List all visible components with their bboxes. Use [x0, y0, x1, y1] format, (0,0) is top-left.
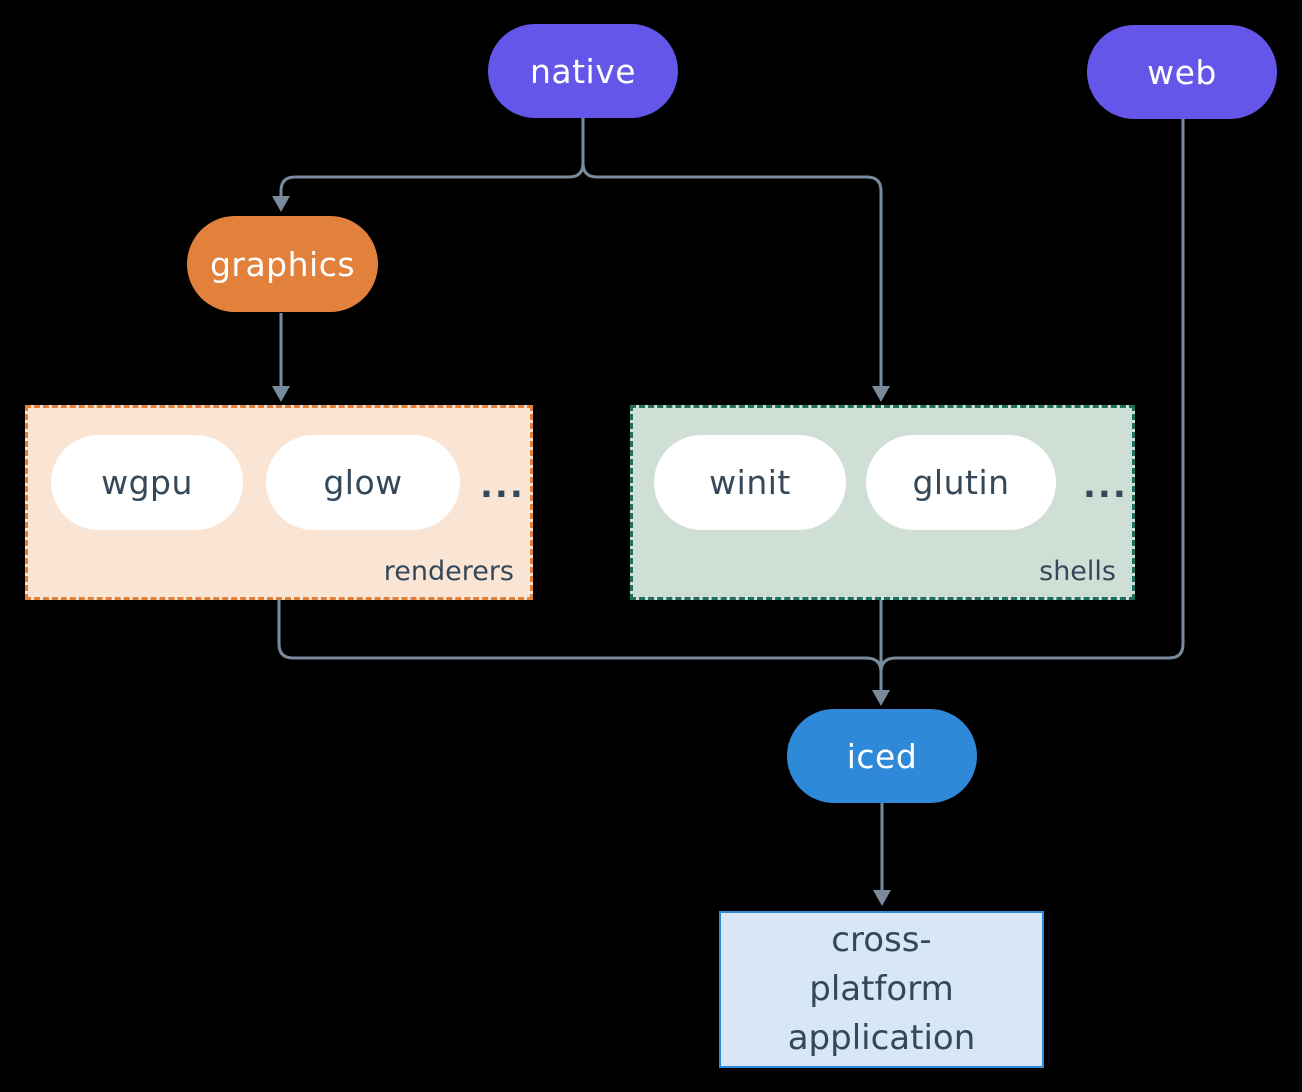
shells-label: shells — [1039, 556, 1116, 587]
arrowhead-renderers — [272, 386, 290, 402]
arrowhead-shells — [872, 386, 890, 402]
arrowhead-iced — [872, 690, 890, 706]
shells-ellipsis: ... — [1083, 466, 1128, 506]
connector-merge-curve-left — [865, 656, 883, 673]
arrowhead-app — [873, 890, 891, 906]
connector-native-to-graphics — [279, 162, 585, 197]
renderers-label: renderers — [383, 556, 514, 587]
node-cross-platform-application: cross-platform application — [719, 911, 1044, 1068]
node-wgpu: wgpu — [51, 435, 243, 530]
connector-web-to-merge — [896, 118, 1185, 660]
renderers-ellipsis: ... — [480, 466, 525, 506]
node-graphics: graphics — [187, 216, 378, 312]
connector-renderers-to-merge — [277, 600, 866, 660]
arrowhead-graphics — [272, 196, 290, 212]
node-iced: iced — [787, 709, 977, 803]
node-glutin: glutin — [866, 435, 1056, 530]
group-renderers: wgpu glow ... renderers — [25, 405, 533, 600]
node-web: web — [1087, 25, 1277, 119]
connector-native-to-shells — [581, 162, 883, 386]
connector-merge-curve-right — [879, 656, 897, 673]
node-native: native — [488, 24, 678, 118]
group-shells: winit glutin ... shells — [630, 405, 1135, 600]
node-winit: winit — [654, 435, 846, 530]
node-glow: glow — [266, 435, 460, 530]
